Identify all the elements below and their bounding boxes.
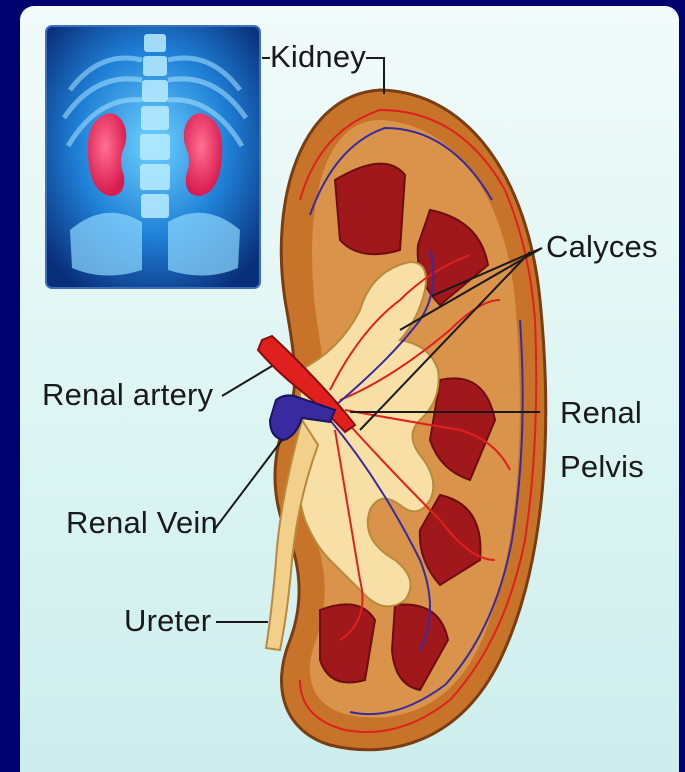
label-renal-pelvis-line1: Renal (560, 396, 642, 430)
label-kidney: Kidney (270, 40, 366, 74)
label-calyces: Calyces (546, 230, 658, 264)
kidney-cross-section (258, 90, 546, 750)
label-renal-artery: Renal artery (42, 378, 213, 412)
label-ureter: Ureter (124, 604, 211, 638)
label-renal-pelvis-line2: Pelvis (560, 450, 644, 484)
inset-body-image (46, 26, 260, 288)
label-renal-vein: Renal Vein (66, 506, 218, 540)
